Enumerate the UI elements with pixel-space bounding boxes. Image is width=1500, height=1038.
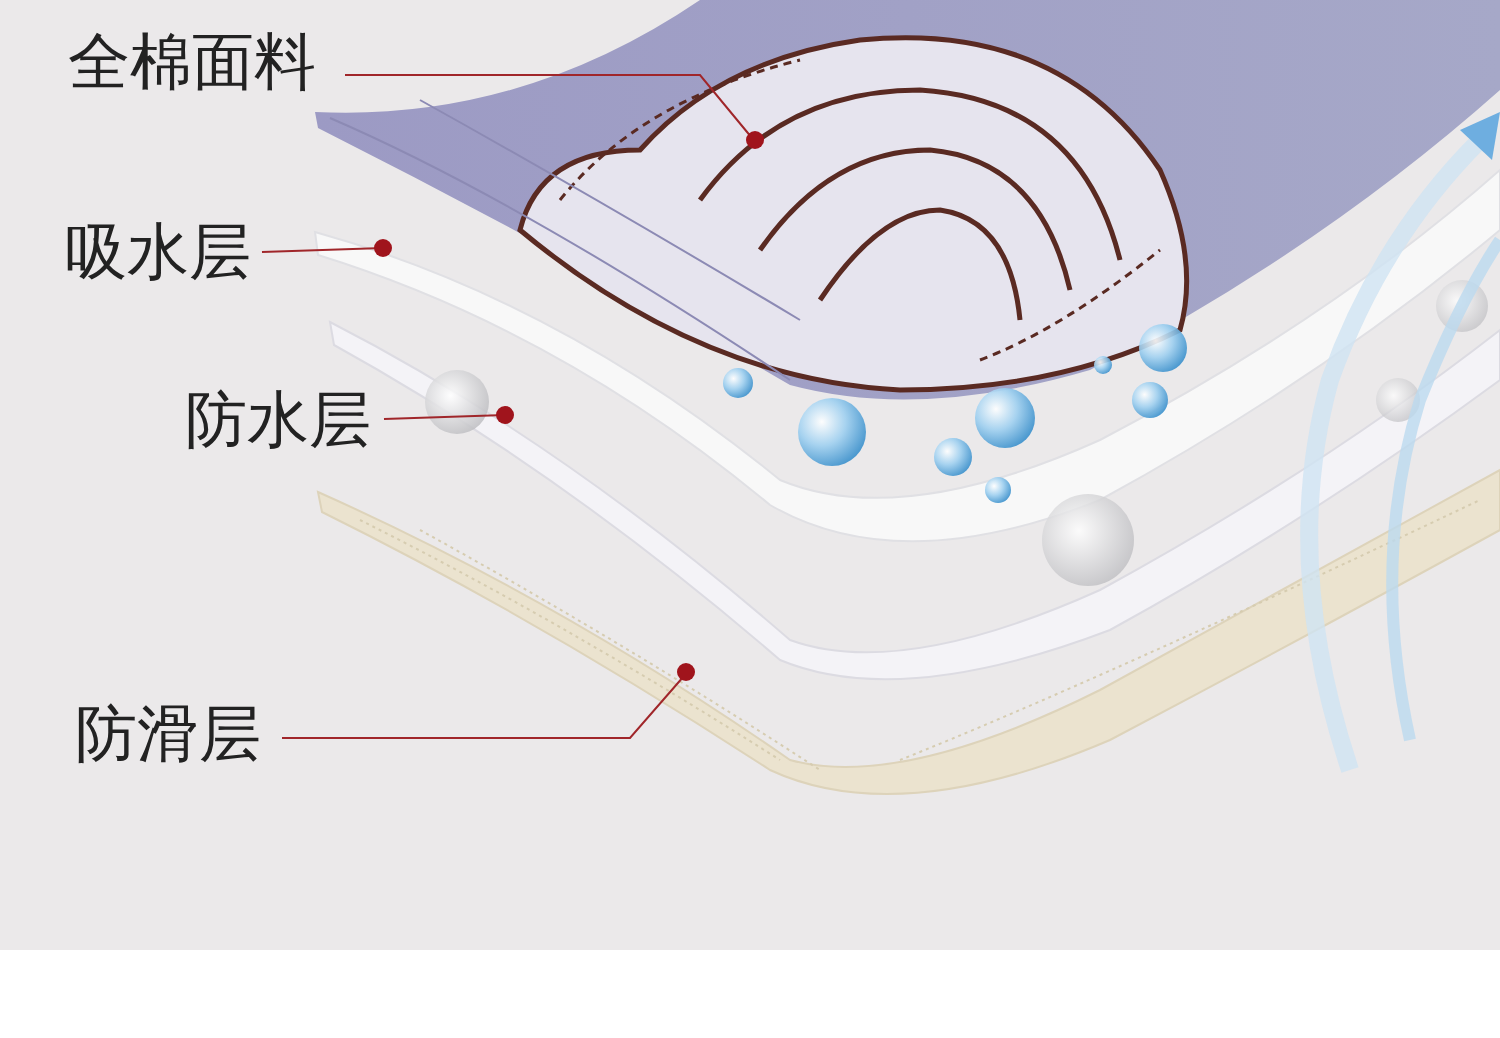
layer-label: 防滑层 xyxy=(75,700,261,768)
layer-label: 吸水层 xyxy=(65,218,251,286)
layer-label: 防水层 xyxy=(185,386,371,454)
layer-illustration xyxy=(0,0,1500,950)
layer-label: 全棉面料 xyxy=(68,28,316,96)
